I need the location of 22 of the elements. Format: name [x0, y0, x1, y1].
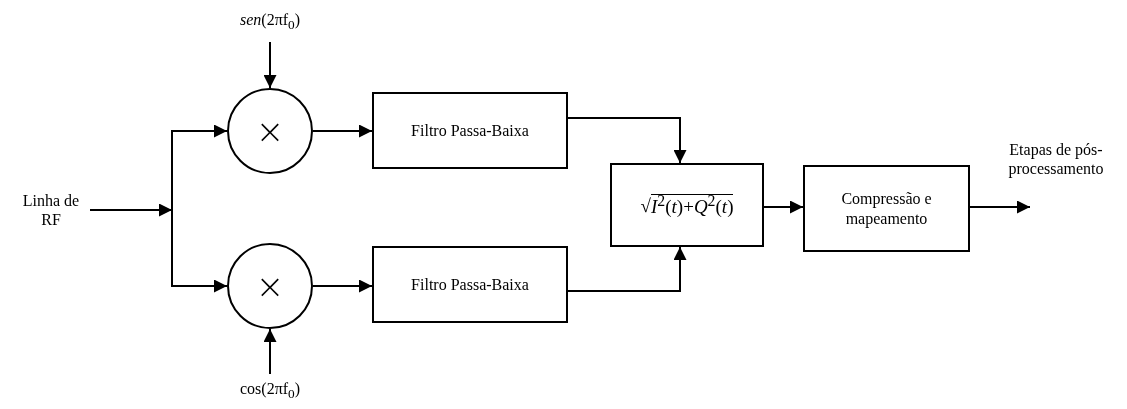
cosine-input-label: cos(2πf$_{0}$) [239, 379, 301, 403]
input-label: Linha de RF [21, 190, 81, 230]
sine-input-label: sen(2πf$_{0}$) [239, 10, 301, 34]
arrow [763, 200, 804, 214]
arrow [263, 41, 277, 89]
compression-box [803, 165, 970, 252]
output-label: Etapas de pós-processamento [1007, 140, 1105, 179]
arrow [312, 279, 373, 293]
arrow [567, 246, 687, 292]
box-text: Filtro Passa-Baixa [411, 120, 529, 141]
box-text: Filtro Passa-Baixa [411, 274, 529, 295]
filter-box [372, 92, 568, 169]
magnitude-box [610, 163, 764, 247]
box-text: Compressão e mapeamento [840, 189, 933, 228]
arrow [263, 328, 277, 375]
arrow [312, 124, 373, 138]
multiply-sign: × [255, 114, 285, 148]
arrow [969, 200, 1031, 214]
filter-box [372, 246, 568, 323]
multiply-sign: × [255, 269, 285, 303]
arrow [567, 117, 687, 164]
box-text: √I$^{2}$(t)+Q$^{2}$(t) [640, 191, 734, 219]
